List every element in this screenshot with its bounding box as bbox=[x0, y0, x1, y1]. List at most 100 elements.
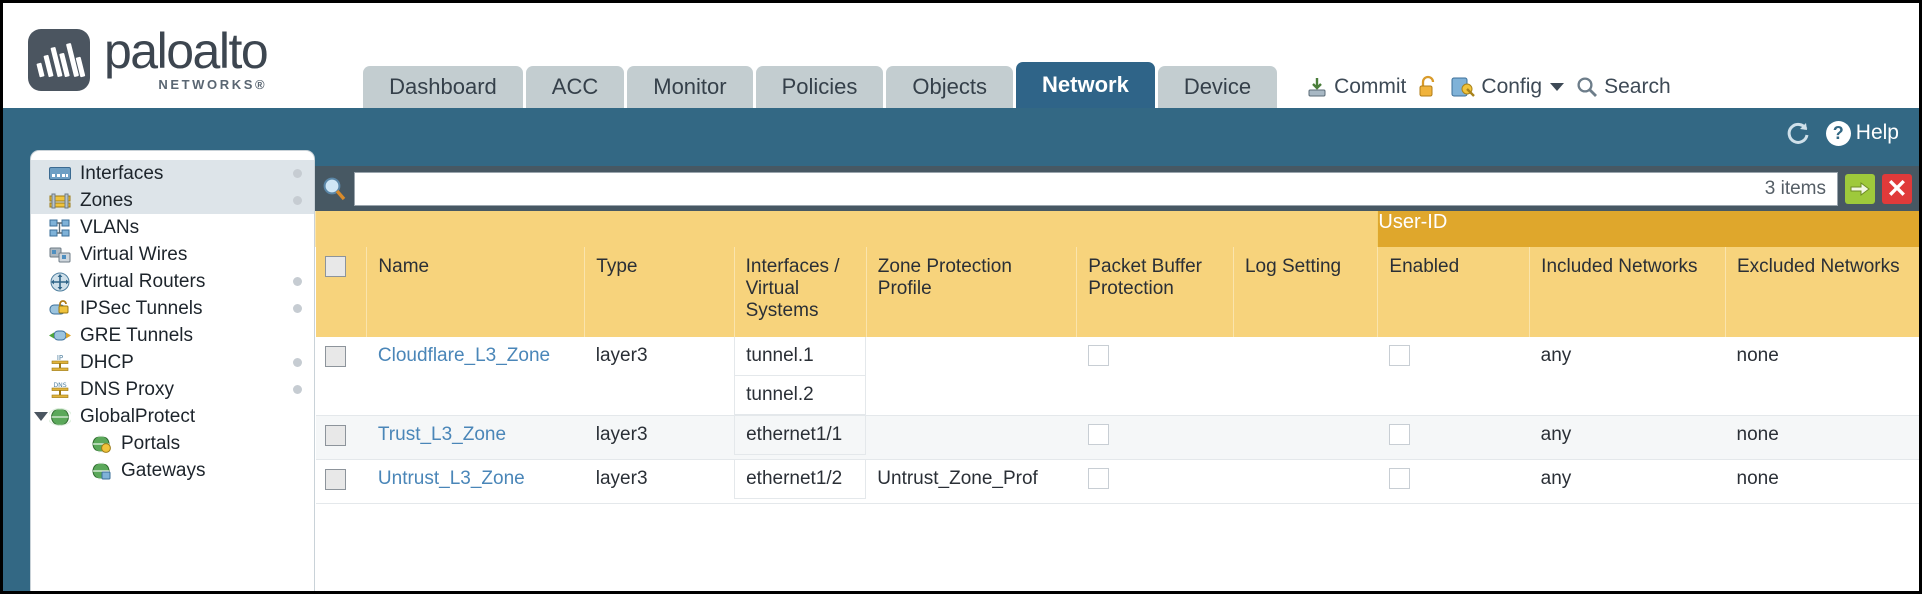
cell-userid-enabled bbox=[1377, 459, 1530, 504]
row-checkbox[interactable] bbox=[324, 346, 346, 367]
cell-included-networks: any bbox=[1529, 337, 1726, 416]
packet-buffer-protection-checkbox[interactable] bbox=[1087, 345, 1109, 366]
table-row[interactable]: Trust_L3_Zone layer3 ethernet1/1 bbox=[315, 415, 1919, 460]
status-dot bbox=[293, 196, 302, 205]
globalprotect-icon bbox=[48, 407, 72, 427]
sidebar-label: Zones bbox=[80, 189, 133, 211]
filter-input[interactable]: 3 items bbox=[354, 171, 1838, 206]
table-row[interactable]: Untrust_L3_Zone layer3 ethernet1/2 Untru… bbox=[315, 459, 1919, 504]
column-header-excluded-networks[interactable]: Excluded Networks bbox=[1725, 247, 1919, 337]
sidebar-label: Portals bbox=[121, 432, 181, 454]
sidebar-label: Gateways bbox=[121, 459, 206, 481]
zone-name-link[interactable]: Untrust_L3_Zone bbox=[377, 468, 525, 489]
cell-zone-protection-profile bbox=[866, 337, 1077, 416]
column-header-name[interactable]: Name bbox=[366, 247, 585, 337]
column-header-userid-enabled[interactable]: Enabled bbox=[1377, 247, 1530, 337]
svg-text:DNS: DNS bbox=[53, 382, 66, 389]
column-header-log-setting[interactable]: Log Setting bbox=[1232, 247, 1378, 337]
brand-logo: paloalto NETWORKS® bbox=[28, 26, 269, 92]
gre-tunnels-icon bbox=[48, 326, 72, 346]
virtual-wires-icon bbox=[48, 245, 72, 265]
sidebar-label: Virtual Routers bbox=[80, 270, 206, 292]
sidebar-item-dhcp[interactable]: IP DHCP bbox=[31, 349, 314, 376]
packet-buffer-protection-checkbox[interactable] bbox=[1087, 424, 1109, 445]
tab-monitor[interactable]: Monitor bbox=[627, 66, 753, 108]
tab-objects[interactable]: Objects bbox=[886, 66, 1014, 108]
sidebar-item-interfaces[interactable]: Interfaces bbox=[31, 160, 314, 187]
cell-interfaces: ethernet1/1 bbox=[734, 415, 867, 460]
expand-triangle-icon[interactable] bbox=[34, 412, 48, 421]
tab-policies[interactable]: Policies bbox=[755, 66, 884, 108]
userid-enabled-checkbox[interactable] bbox=[1388, 468, 1410, 489]
main-content: 3 items ✕ User-ID bbox=[315, 166, 1919, 591]
interfaces-icon bbox=[48, 164, 72, 184]
select-all-checkbox[interactable] bbox=[324, 256, 346, 277]
interface-list: tunnel.1 tunnel.2 bbox=[734, 337, 867, 415]
packet-buffer-protection-checkbox[interactable] bbox=[1087, 468, 1109, 489]
zones-table-container: User-ID Name Type Interfaces / Virtual S… bbox=[315, 211, 1919, 591]
interface-item: ethernet1/2 bbox=[735, 460, 866, 499]
virtual-routers-icon bbox=[48, 272, 72, 292]
row-select-cell bbox=[315, 415, 367, 460]
status-dot bbox=[293, 358, 302, 367]
table-row[interactable]: Cloudflare_L3_Zone layer3 tunnel.1 tunne… bbox=[315, 337, 1919, 416]
help-button[interactable]: ? Help bbox=[1825, 120, 1899, 146]
sidebar-item-virtual-routers[interactable]: Virtual Routers bbox=[31, 268, 314, 295]
userid-enabled-checkbox[interactable] bbox=[1388, 345, 1410, 366]
column-header-type[interactable]: Type bbox=[584, 247, 735, 337]
tab-dashboard[interactable]: Dashboard bbox=[363, 66, 523, 108]
tab-acc[interactable]: ACC bbox=[525, 66, 625, 108]
cell-packet-buffer-protection bbox=[1076, 415, 1234, 460]
sidebar-item-gateways[interactable]: Gateways bbox=[31, 457, 314, 484]
column-header-zone-protection-profile[interactable]: Zone Protection Profile bbox=[865, 247, 1077, 337]
sidebar-item-globalprotect[interactable]: GlobalProtect bbox=[31, 403, 314, 430]
interface-list: ethernet1/1 bbox=[734, 416, 867, 455]
filter-search-icon[interactable] bbox=[321, 176, 347, 202]
cell-excluded-networks: none bbox=[1725, 459, 1919, 504]
search-button[interactable]: Search bbox=[1575, 75, 1671, 99]
apply-filter-button[interactable] bbox=[1845, 173, 1875, 204]
userid-enabled-checkbox[interactable] bbox=[1388, 424, 1410, 445]
sidebar-item-ipsec-tunnels[interactable]: IPSec Tunnels bbox=[31, 295, 314, 322]
status-dot bbox=[293, 304, 302, 313]
cell-name: Cloudflare_L3_Zone bbox=[366, 337, 585, 416]
items-count: 3 items bbox=[1764, 177, 1826, 199]
config-dropdown[interactable]: Config bbox=[1450, 75, 1565, 99]
tab-device[interactable]: Device bbox=[1157, 66, 1278, 108]
zone-name-link[interactable]: Cloudflare_L3_Zone bbox=[377, 345, 551, 366]
interface-item: tunnel.2 bbox=[735, 376, 866, 415]
status-dot bbox=[293, 385, 302, 394]
row-checkbox[interactable] bbox=[324, 425, 346, 446]
table-group-header-row: User-ID bbox=[315, 211, 1919, 247]
commit-button[interactable]: Commit bbox=[1305, 75, 1406, 99]
search-icon bbox=[1577, 77, 1598, 97]
paloalto-logo-icon bbox=[28, 28, 90, 91]
cell-name: Trust_L3_Zone bbox=[366, 415, 585, 460]
clear-filter-button[interactable]: ✕ bbox=[1882, 173, 1912, 204]
sidebar-label: GlobalProtect bbox=[80, 405, 196, 427]
cell-zone-protection-profile bbox=[866, 415, 1077, 460]
sidebar-item-gre-tunnels[interactable]: GRE Tunnels bbox=[31, 322, 314, 349]
cell-log-setting bbox=[1233, 415, 1378, 460]
sidebar-item-virtual-wires[interactable]: Virtual Wires bbox=[31, 241, 314, 268]
column-header-included-networks[interactable]: Included Networks bbox=[1529, 247, 1726, 337]
cell-type: layer3 bbox=[584, 337, 735, 416]
cell-userid-enabled bbox=[1377, 415, 1530, 460]
sidebar-item-portals[interactable]: Portals bbox=[31, 430, 314, 457]
lock-button[interactable] bbox=[1417, 75, 1439, 99]
zone-name-link[interactable]: Trust_L3_Zone bbox=[377, 424, 507, 445]
help-label: Help bbox=[1855, 121, 1899, 144]
sidebar-item-vlans[interactable]: VLANs bbox=[31, 214, 314, 241]
ipsec-tunnels-icon bbox=[48, 299, 72, 319]
tab-network[interactable]: Network bbox=[1016, 62, 1155, 108]
row-checkbox[interactable] bbox=[324, 469, 346, 490]
refresh-icon[interactable] bbox=[1784, 120, 1812, 146]
row-select-cell bbox=[315, 459, 367, 504]
column-header-interfaces[interactable]: Interfaces / Virtual Systems bbox=[733, 247, 867, 337]
sidebar-item-zones[interactable]: Zones bbox=[31, 187, 314, 214]
interface-item: ethernet1/1 bbox=[735, 416, 866, 455]
sidebar-item-dns-proxy[interactable]: DNS DNS Proxy bbox=[31, 376, 314, 403]
column-header-packet-buffer-protection[interactable]: Packet Buffer Protection bbox=[1076, 247, 1234, 337]
help-icon: ? bbox=[1825, 120, 1851, 146]
